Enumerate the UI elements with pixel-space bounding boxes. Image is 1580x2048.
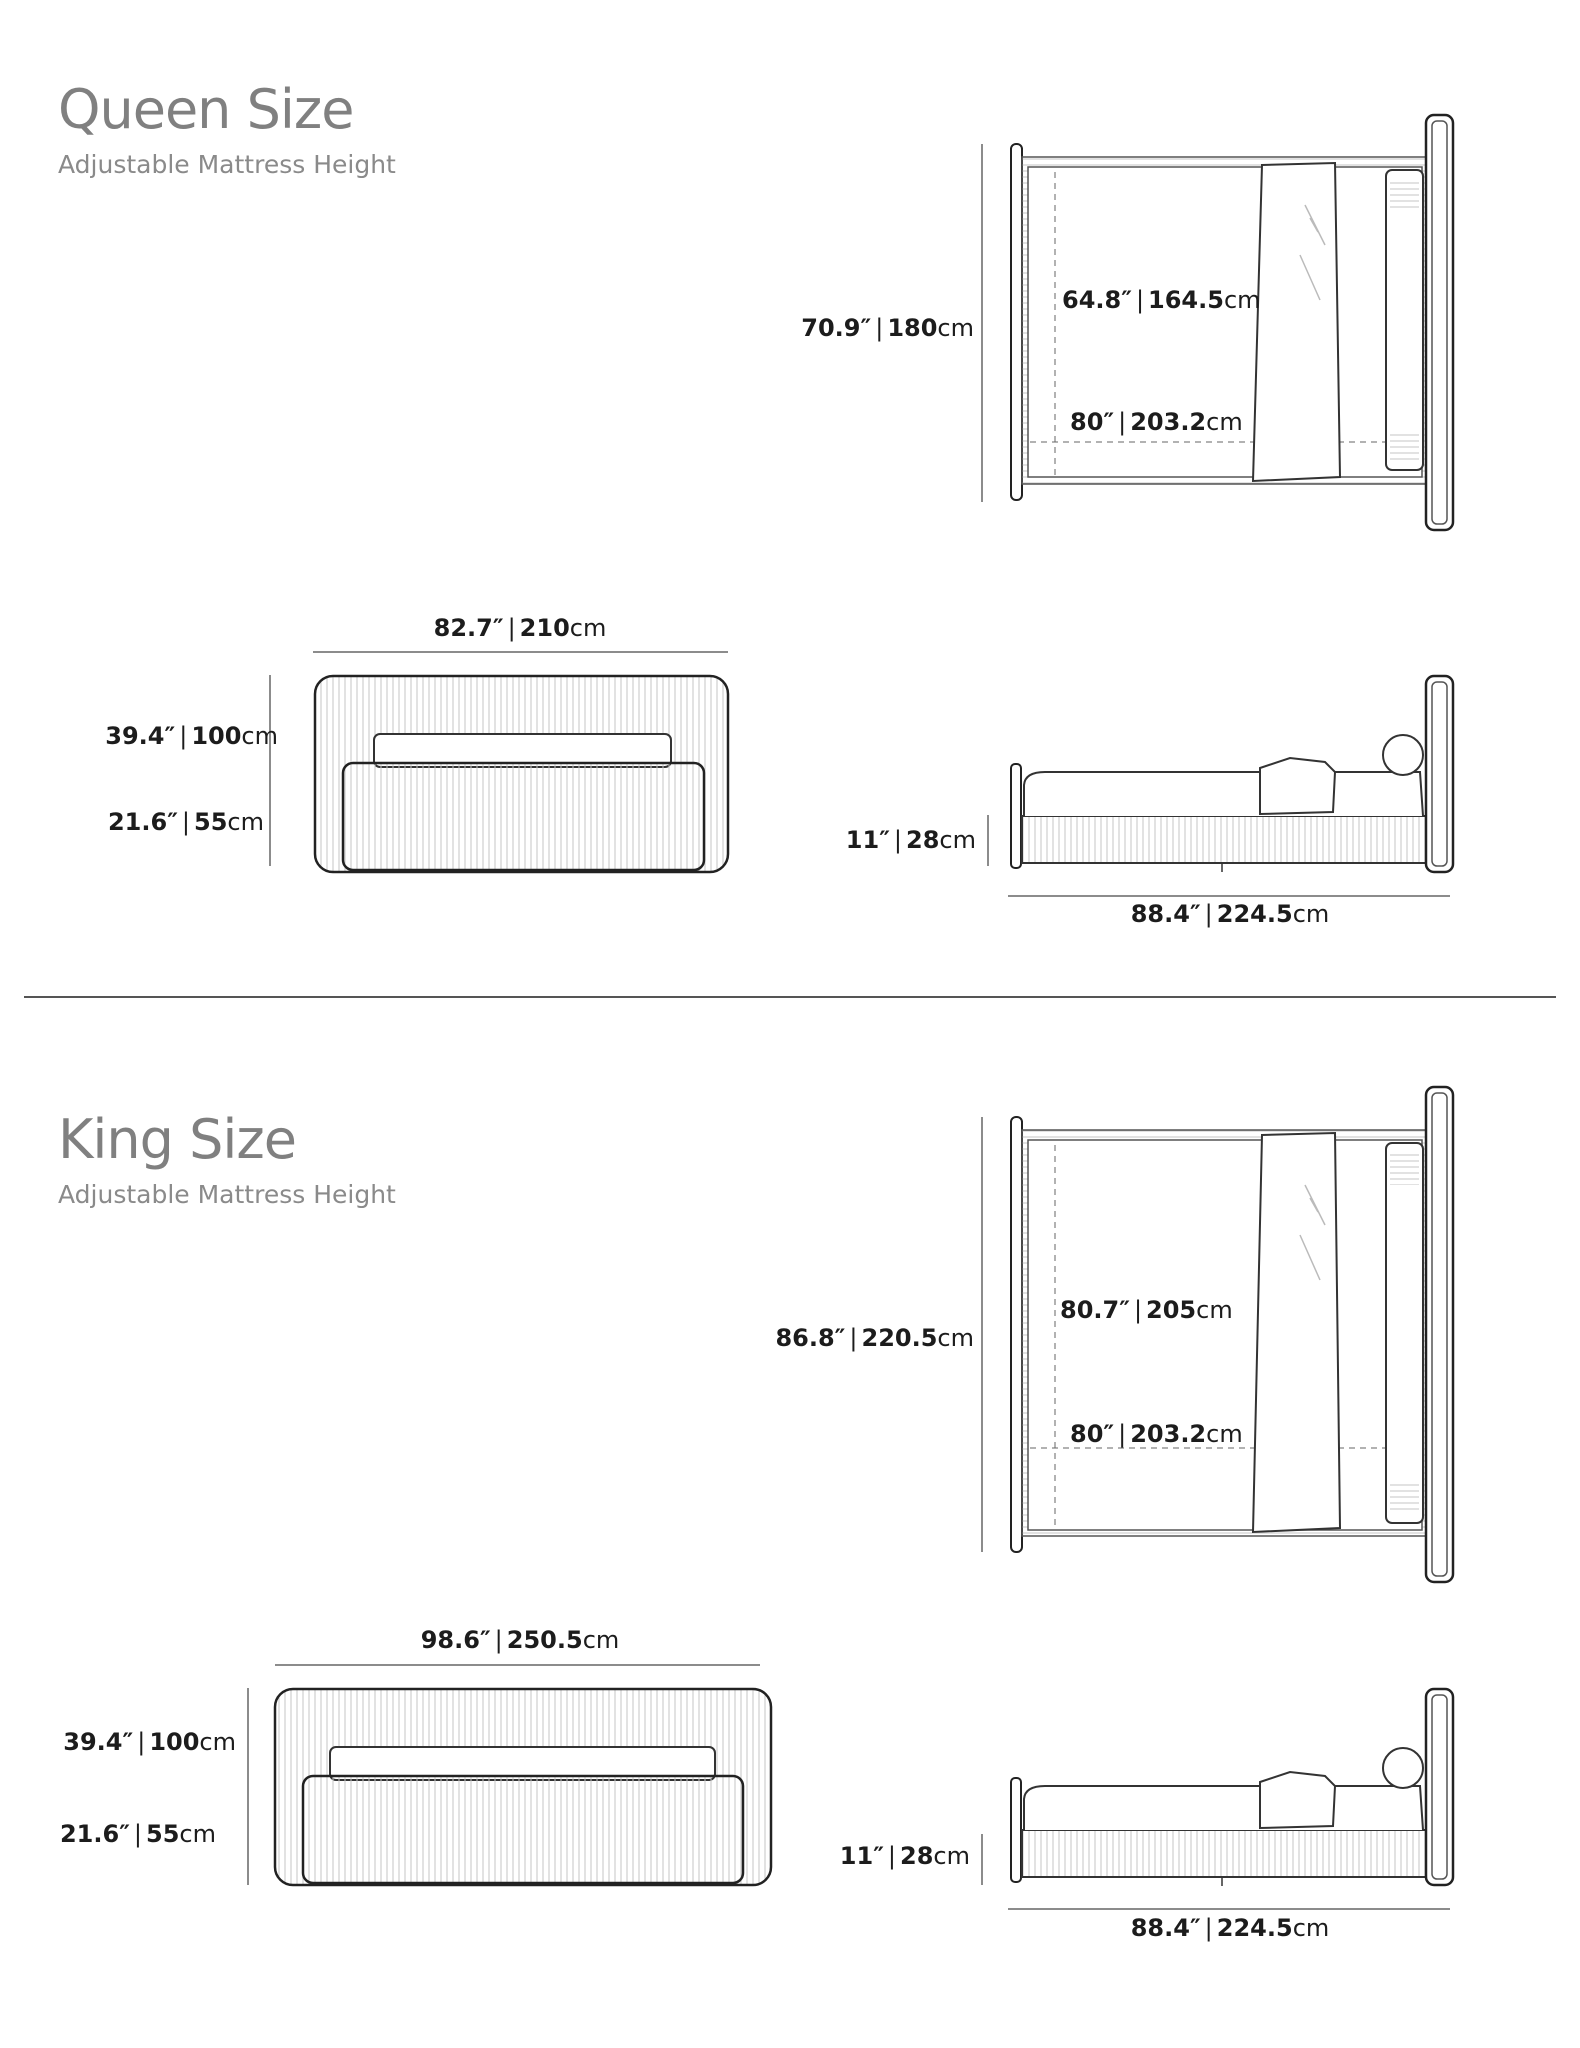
king-front-width-label: 98.6″|250.5cm (420, 1626, 620, 1654)
queen-overall-length-label: 88.4″|224.5cm (1130, 900, 1330, 928)
king-frame-height-label: 21.6″|55cm (59, 1820, 216, 1848)
queen-subtitle: Adjustable Mattress Height (58, 150, 396, 179)
queen-headboard-height-label: 39.4″|100cm (105, 722, 278, 750)
king-headboard-height-label: 39.4″|100cm (63, 1728, 236, 1756)
queen-mattress-length-label: 80″|203.2cm (1070, 408, 1243, 436)
king-title: King Size (58, 1108, 297, 1171)
queen-base-height-label: 11″|28cm (845, 826, 976, 854)
queen-mattress-width-label: 64.8″|164.5cm (1062, 286, 1261, 314)
king-side-view (981, 1687, 1455, 1910)
queen-frame-height-label: 21.6″|55cm (107, 808, 264, 836)
queen-title: Queen Size (58, 78, 354, 141)
king-top-view (981, 1085, 1455, 1584)
king-front-view (247, 1664, 773, 1887)
queen-front-view (269, 651, 730, 874)
king-subtitle: Adjustable Mattress Height (58, 1180, 396, 1209)
queen-top-view (981, 113, 1455, 532)
queen-side-view (987, 674, 1455, 897)
queen-front-width-label: 82.7″|210cm (433, 614, 607, 642)
king-mattress-length-label: 80″|203.2cm (1070, 1420, 1243, 1448)
king-base-height-label: 11″|28cm (839, 1842, 970, 1870)
king-mattress-width-label: 80.7″|205cm (1060, 1296, 1233, 1324)
king-overall-width-label: 86.8″|220.5cm (775, 1324, 974, 1352)
king-overall-length-label: 88.4″|224.5cm (1130, 1914, 1330, 1942)
section-divider (24, 996, 1556, 998)
queen-overall-width-label: 70.9″|180cm (801, 314, 974, 342)
